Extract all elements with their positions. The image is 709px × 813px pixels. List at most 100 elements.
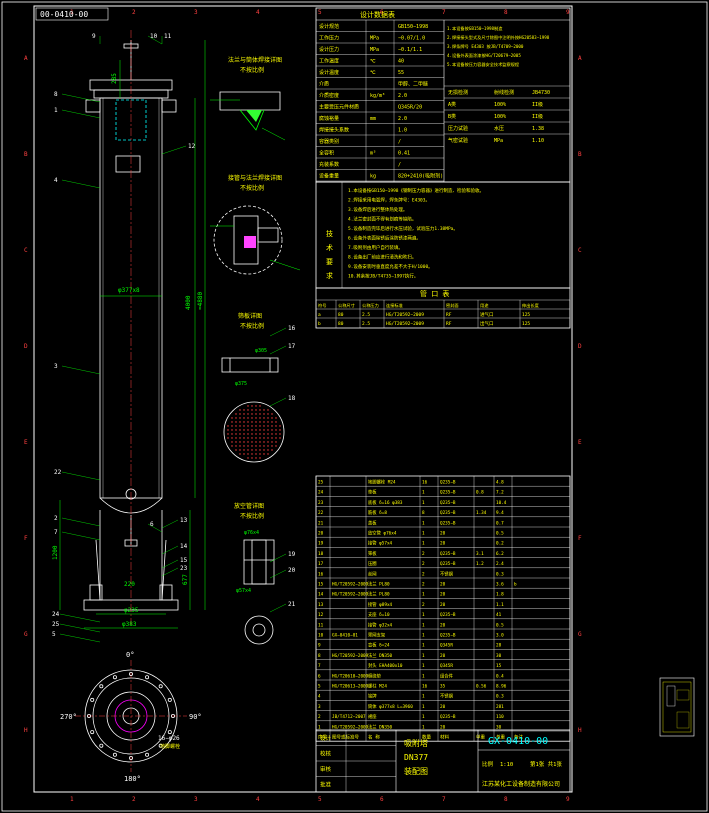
detail-callout-leader (269, 327, 287, 337)
sieve-hole (255, 429, 257, 431)
sieve-hole (251, 429, 253, 431)
check-value: JB4730 (532, 90, 550, 96)
sieve-hole (271, 429, 273, 431)
grid-col-bottom: 7 (442, 796, 446, 803)
parts-header: 材料 (440, 734, 449, 741)
parts-cell: 8.96 (496, 684, 507, 690)
detail1-weld-fill (246, 110, 262, 122)
design-unit: kg/m³ (370, 93, 385, 99)
sieve-hole (267, 417, 269, 419)
thumbnail-preview[interactable] (659, 677, 695, 737)
nozzle-cell: HG/T20592−2009 (386, 321, 424, 327)
detail2-weld-fill (244, 236, 256, 248)
sieve-hole (263, 429, 265, 431)
sieve-hole (243, 437, 245, 439)
sieve-hole (251, 409, 253, 411)
parts-cell: 21 (318, 520, 324, 526)
nozzle-header: 用途 (480, 302, 489, 309)
detail3-dim2: φ305 (255, 348, 267, 354)
parts-cell: GX−0410−01 (332, 633, 358, 639)
sieve-hole (243, 453, 245, 455)
detail1-flange (219, 91, 281, 111)
grid-col-bottom: 2 (132, 796, 136, 803)
sieve-hole (227, 437, 229, 439)
grid-row-right: G (578, 631, 582, 638)
design-value: / (398, 139, 401, 145)
parts-cell: 螺柱 M24 (368, 683, 387, 690)
check-item: 气密试验 (448, 137, 468, 144)
grid-row-right: H (578, 727, 582, 734)
sieve-hole (271, 421, 273, 423)
check-method: 水压 (494, 125, 504, 132)
sieve-hole (263, 449, 265, 451)
parts-cell: 22 (318, 510, 324, 516)
check-value: 1.10 (532, 138, 544, 144)
grid-col-top: 9 (566, 9, 570, 16)
parts-cell: 1 (422, 694, 425, 700)
sieve-hole (227, 433, 229, 435)
sieve-hole (263, 409, 265, 411)
detail1-sub: 不按比例 (240, 66, 264, 74)
sieve-hole (251, 421, 253, 423)
parts-cell: 1 (422, 653, 425, 659)
bolt-hole (90, 697, 95, 702)
tech-note-line: 9.设备安装时垂直度允差不大于H/1000。 (348, 263, 433, 270)
tech-note-line: 7.吸附剂由用户自行装填。 (348, 244, 403, 251)
parts-cell: 20 (440, 602, 446, 608)
callout-label: 2 (54, 515, 58, 522)
parts-cell: 0.3 (496, 694, 504, 700)
nozzle-cell: RF (446, 312, 452, 318)
grid-col-top: 2 (132, 9, 136, 16)
grid-col-top: 6 (380, 9, 384, 16)
sieve-hole (247, 405, 249, 407)
parts-cell: Q235−B (440, 520, 456, 526)
sieve-hole (255, 441, 257, 443)
parts-cell: 23 (318, 500, 324, 506)
parts-cell: 41 (496, 612, 502, 618)
grid-col-top: 4 (256, 9, 260, 16)
top-code: 00-0410-00 (40, 10, 88, 19)
sieve-hole (231, 437, 233, 439)
parts-cell: 20 (440, 653, 446, 659)
sieve-hole (259, 421, 261, 423)
parts-cell: 丝网 (368, 570, 377, 577)
sieve-hole (235, 445, 237, 447)
check-value: II级 (532, 113, 543, 120)
sieve-hole (251, 445, 253, 447)
sieve-hole (239, 429, 241, 431)
detail-callout-leader (269, 603, 287, 613)
sieve-hole (243, 441, 245, 443)
dim-diameter: φ377x8 (118, 287, 140, 294)
design-param: 设备重量 (319, 173, 339, 180)
design-param: 工作温度 (319, 58, 339, 65)
callout-leader (61, 531, 101, 541)
bolt-holes (87, 672, 175, 761)
anchor-chair-right (159, 584, 173, 601)
sheet-code: GX-0410-00 (488, 736, 548, 747)
tech-notes-lines: 1.本设备按GB150−1998《钢制压力容器》进行制造、检验和验收。2.焊接采… (341, 182, 484, 288)
parts-cell: Q235−B (440, 500, 456, 506)
parts-cell: 盲板 δ=24 (368, 642, 390, 649)
detail-callout-label: 18 (288, 395, 296, 402)
sieve-hole (255, 457, 257, 459)
nozzle-cell: 2.5 (362, 312, 370, 318)
parts-cell: 6 (318, 673, 321, 679)
sieve-hole (247, 449, 249, 451)
parts-cell: 1.34 (476, 510, 487, 516)
callout-leader (61, 179, 101, 189)
sieve-hole (259, 409, 261, 411)
grid-row-left: D (24, 343, 28, 350)
grid-row-left: G (24, 631, 28, 638)
sieve-hole (267, 441, 269, 443)
callout-label: 10 (150, 33, 158, 40)
sieve-hole (231, 445, 233, 447)
parts-cell: 支座 δ=10 (368, 611, 390, 618)
sieve-hole (247, 453, 249, 455)
tech-note-line: 2.焊接采用电弧焊，焊条牌号：E4303。 (348, 197, 430, 204)
sieve-hole (239, 453, 241, 455)
design-value: 1.0 (398, 128, 407, 134)
dim-height: 4000 (185, 295, 192, 310)
parts-cell: 15 (496, 663, 502, 669)
